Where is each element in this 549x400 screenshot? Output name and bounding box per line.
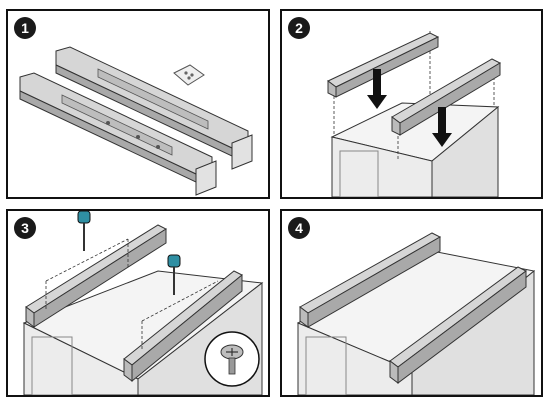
step-2-illustration xyxy=(327,31,502,197)
step-4-illustration xyxy=(296,232,536,395)
screw-detail-icon xyxy=(204,331,260,387)
rail-front xyxy=(123,270,243,383)
screw-bag xyxy=(173,64,205,86)
step-3-panel: 3 xyxy=(6,209,270,397)
step-2-panel: 2 xyxy=(280,9,543,199)
step-3-illustration xyxy=(22,211,264,395)
guide-lines xyxy=(45,238,219,351)
rail-rear xyxy=(327,32,440,98)
rail-rear xyxy=(55,46,253,170)
step-4-panel: 4 xyxy=(280,209,543,397)
down-arrow-icon xyxy=(432,107,452,147)
step-3-badge: 3 xyxy=(14,217,36,239)
step-1-panel: 1 xyxy=(6,9,270,199)
screwdriver-icon xyxy=(77,211,91,251)
step-1-illustration xyxy=(19,46,253,196)
step-4-badge: 4 xyxy=(288,217,310,239)
cabinet xyxy=(330,102,500,197)
step-1-badge: 1 xyxy=(14,17,36,39)
down-arrow-icon xyxy=(367,69,387,109)
cabinet xyxy=(296,250,536,395)
rail-rear xyxy=(299,232,442,328)
step-2-badge: 2 xyxy=(288,17,310,39)
rail-front xyxy=(19,72,217,196)
rail-front xyxy=(391,58,502,136)
screwdriver-icon xyxy=(167,254,181,295)
rail-rear xyxy=(25,224,168,328)
rail-front xyxy=(389,266,527,384)
